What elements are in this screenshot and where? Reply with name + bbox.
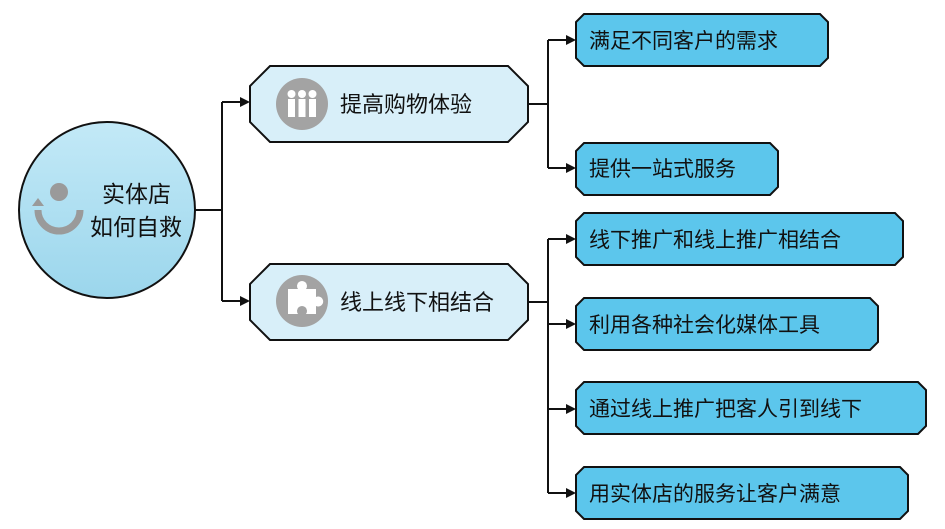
leaf-label: 线下推广和线上推广相结合 xyxy=(589,228,841,252)
leaf-label: 用实体店的服务让客户满意 xyxy=(589,482,841,506)
branch-node-shopping-experience: 提高购物体验 xyxy=(249,65,529,143)
branch-1-connectors xyxy=(526,35,576,173)
branch-label-shopping-experience: 提高购物体验 xyxy=(340,93,472,118)
branch-2-connectors xyxy=(526,234,576,498)
refresh-person-icon xyxy=(32,183,84,235)
leaf-node-2-4: 用实体店的服务让客户满意 xyxy=(575,466,909,520)
leaf-label: 通过线上推广把客人引到线下 xyxy=(589,397,862,421)
root-connectors xyxy=(195,97,250,306)
leaf-node-2-1: 线下推广和线上推广相结合 xyxy=(575,212,904,266)
puzzle-icon xyxy=(276,275,328,327)
root-label-line1: 实体店 xyxy=(102,182,171,208)
branch-node-online-offline: 线上线下相结合 xyxy=(249,263,529,341)
leaf-node-2-3: 通过线上推广把客人引到线下 xyxy=(575,381,927,435)
leaf-label: 满足不同客户的需求 xyxy=(589,29,778,53)
root-label-line2: 如何自救 xyxy=(90,215,182,241)
branch-label-online-offline: 线上线下相结合 xyxy=(340,291,494,316)
leaf-node-1-1: 满足不同客户的需求 xyxy=(575,13,829,67)
leaf-node-2-2: 利用各种社会化媒体工具 xyxy=(575,297,879,351)
leaf-node-1-2: 提供一站式服务 xyxy=(575,142,779,196)
people-icon xyxy=(276,78,328,130)
root-node: 实体店 如何自救 xyxy=(18,121,196,299)
leaf-label: 利用各种社会化媒体工具 xyxy=(589,313,820,337)
leaf-label: 提供一站式服务 xyxy=(589,157,736,181)
